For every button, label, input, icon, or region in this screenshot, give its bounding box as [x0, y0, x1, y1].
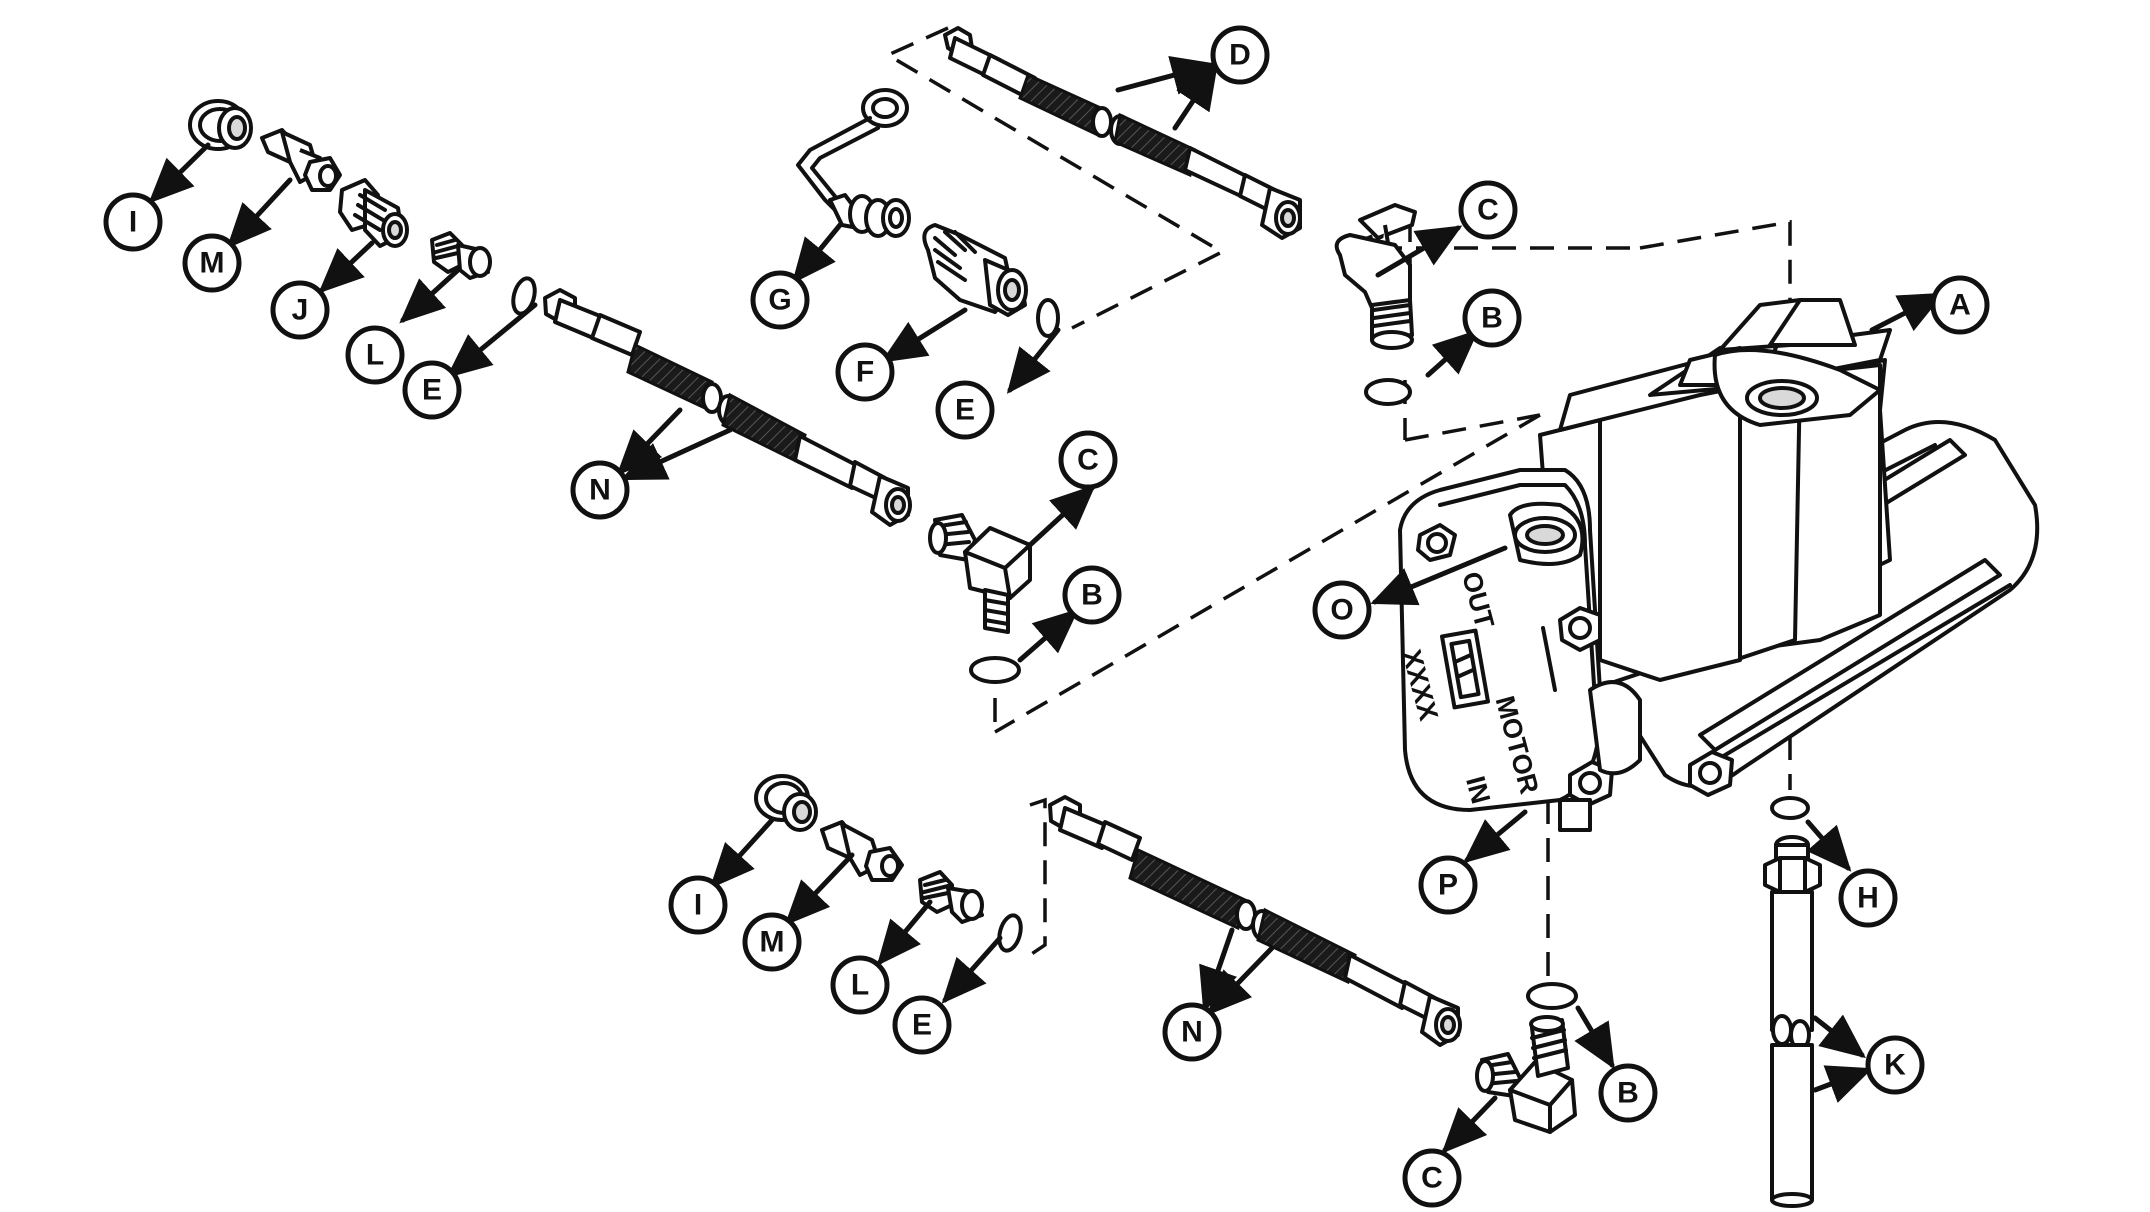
callout-k: K	[1865, 1035, 1925, 1095]
hose-top	[943, 26, 1302, 240]
callout-e: E	[892, 995, 952, 1055]
callout-n: N	[1162, 1002, 1222, 1062]
svg-text:B: B	[1081, 579, 1103, 612]
svg-text:C: C	[1421, 1162, 1443, 1195]
callout-g: G	[750, 270, 810, 330]
callout-l: L	[830, 955, 890, 1015]
o-ring-upper	[1364, 378, 1412, 406]
callout-n: N	[570, 460, 630, 520]
valve-upper	[1334, 203, 1417, 350]
svg-text:L: L	[366, 339, 384, 372]
svg-text:E: E	[912, 1009, 932, 1042]
callout-b: B	[1598, 1063, 1658, 1123]
callout-i: I	[668, 875, 728, 935]
svg-text:F: F	[856, 356, 874, 389]
callout-l: L	[345, 325, 405, 385]
svg-text:J: J	[292, 294, 309, 327]
coupling	[338, 178, 409, 248]
svg-text:O: O	[1330, 594, 1353, 627]
quick-disconnect-upper	[260, 128, 342, 192]
shaft	[1763, 835, 1822, 1208]
svg-text:L: L	[851, 969, 869, 1002]
o-ring-center	[1036, 298, 1060, 338]
callout-e: E	[935, 380, 995, 440]
adapter	[922, 223, 1028, 317]
hose-lower	[1048, 795, 1462, 1047]
callouts: A B B B C C C D E E E F G H I I J K L L …	[103, 25, 1990, 1208]
o-ring-left	[511, 276, 537, 316]
svg-text:B: B	[1617, 1077, 1639, 1110]
callout-b: B	[1062, 565, 1122, 625]
callout-o: O	[1312, 580, 1372, 640]
svg-text:B: B	[1481, 302, 1503, 335]
svg-text:M: M	[760, 926, 785, 959]
callout-i: I	[103, 192, 163, 252]
svg-text:G: G	[768, 284, 791, 317]
callout-j: J	[270, 280, 330, 340]
callout-e: E	[402, 360, 462, 420]
motor: OUT XXXX MOTOR IN	[1396, 298, 2040, 832]
callout-h: H	[1838, 868, 1898, 928]
svg-text:E: E	[422, 374, 442, 407]
o-ring-lower	[1526, 982, 1578, 1010]
svg-text:K: K	[1884, 1049, 1906, 1082]
svg-text:N: N	[1181, 1016, 1203, 1049]
svg-text:N: N	[589, 474, 611, 507]
svg-text:A: A	[1949, 289, 1971, 322]
o-ring-middle	[969, 656, 1021, 684]
callout-m: M	[742, 912, 802, 972]
svg-text:I: I	[694, 889, 702, 922]
cap-upper	[188, 99, 253, 151]
svg-text:D: D	[1229, 39, 1251, 72]
svg-text:C: C	[1077, 444, 1099, 477]
cap-lower	[754, 774, 818, 832]
svg-text:P: P	[1438, 869, 1458, 902]
svg-text:C: C	[1477, 194, 1499, 227]
elbow-middle	[928, 513, 1032, 634]
callout-c: C	[1458, 180, 1518, 240]
callout-m: M	[182, 233, 242, 293]
nipple-upper	[430, 231, 492, 280]
quick-disconnect-lower	[820, 820, 904, 882]
callout-c: C	[1402, 1148, 1462, 1208]
svg-text:M: M	[200, 247, 225, 280]
callout-f: F	[835, 342, 895, 402]
nipple-lower	[918, 870, 984, 924]
svg-text:I: I	[129, 206, 137, 239]
callout-p: P	[1418, 855, 1478, 915]
callout-b: B	[1462, 288, 1522, 348]
o-ring-bottom-left	[997, 913, 1023, 953]
callout-c: C	[1058, 430, 1118, 490]
callout-d: D	[1210, 25, 1270, 85]
leader-lines	[148, 55, 1945, 1154]
elbow-lower	[1475, 1015, 1577, 1134]
tube-assembly	[796, 88, 911, 238]
hose-middle	[543, 288, 912, 527]
svg-text:E: E	[955, 394, 975, 427]
callout-a: A	[1930, 275, 1990, 335]
o-ring-right	[1770, 796, 1810, 820]
svg-text:H: H	[1857, 882, 1879, 915]
